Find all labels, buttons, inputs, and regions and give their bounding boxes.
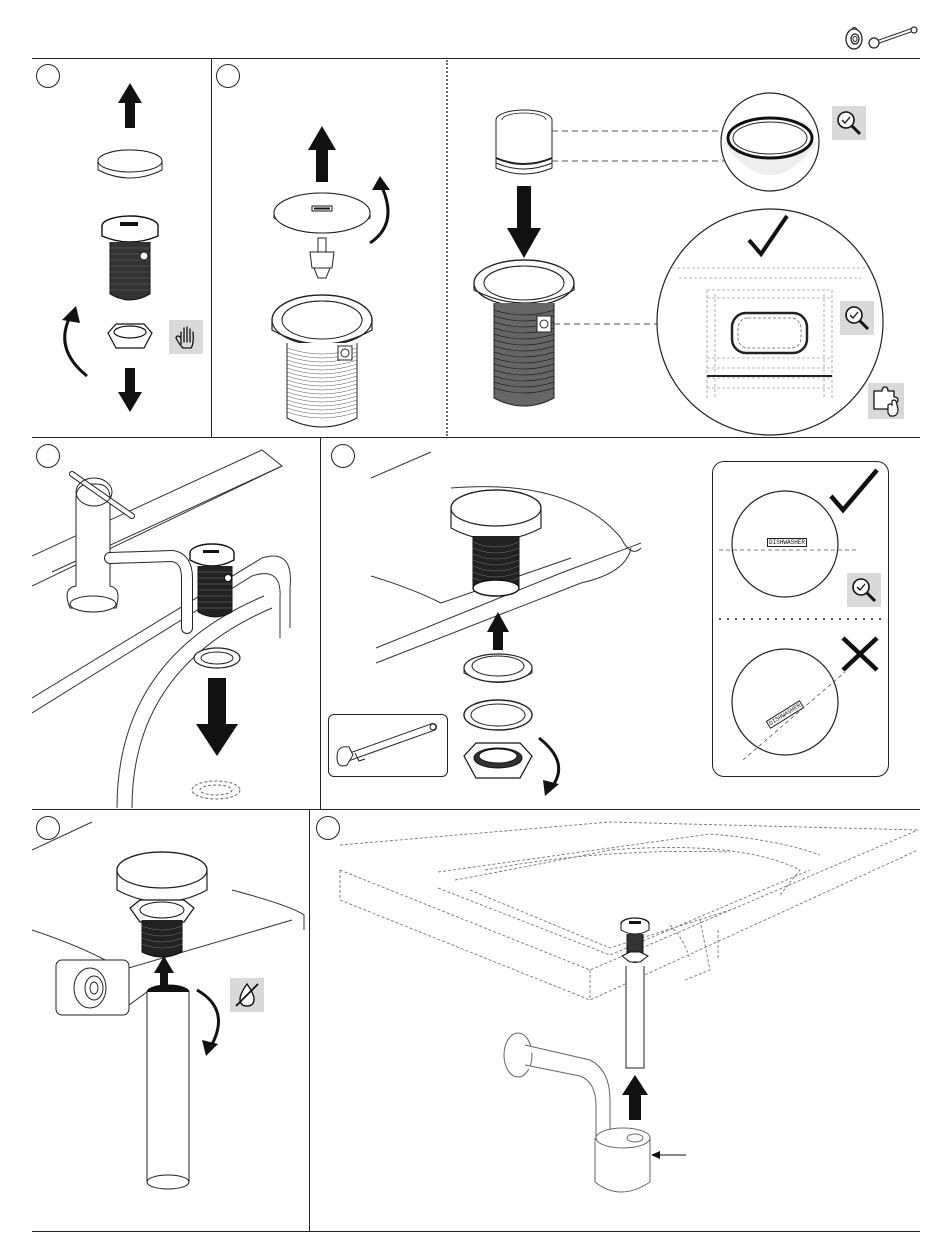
cross-mark-icon [843,638,877,670]
magnifier-check-icon [840,301,874,335]
step-3-panel [447,58,920,437]
alignment-check-box: DISHWASHER DISHWASHER [712,461,889,777]
puzzle-icon-box [868,383,904,419]
step-2-number [216,64,240,88]
label-correct: DISHWASHER [767,538,807,547]
no-sealant-icon-box [230,978,264,1012]
header-drain-stopper-icon [842,24,870,52]
step-5-panel: DISHWASHER DISHWASHER [321,438,920,809]
step-2-illustration [212,58,446,437]
step-4-panel [32,438,320,809]
step-1-number [36,64,60,88]
wrench-inset [328,714,448,777]
step-6-panel [32,810,309,1231]
header-wrench-icon [868,26,920,50]
step-7-illustration [310,810,920,1231]
magnifier-icon-box-2 [840,301,874,335]
magnifier-check-icon [847,573,881,607]
magnifier-check-icon [832,106,866,140]
step-4-number [36,444,60,468]
step-7-panel [310,810,920,1231]
step-2-panel [212,58,446,437]
step-5-number [331,444,355,468]
step-1-illustration [32,58,211,437]
step-1-panel [32,58,211,437]
step-6-illustration [32,810,309,1231]
step-7-number [316,816,340,840]
alignment-check-illustration [713,462,888,776]
magnifier-icon-box-3 [847,573,881,607]
hand-icon [169,320,203,354]
wrench-icon [329,715,447,776]
magnifier-icon-box-1 [832,106,866,140]
hand-icon-box [169,320,203,354]
no-sealant-icon [230,978,264,1012]
puzzle-hand-icon [868,383,904,419]
step-6-number [36,816,60,840]
step-4-illustration [32,438,320,809]
bottom-rule [32,1231,920,1232]
check-mark-icon [831,470,877,510]
